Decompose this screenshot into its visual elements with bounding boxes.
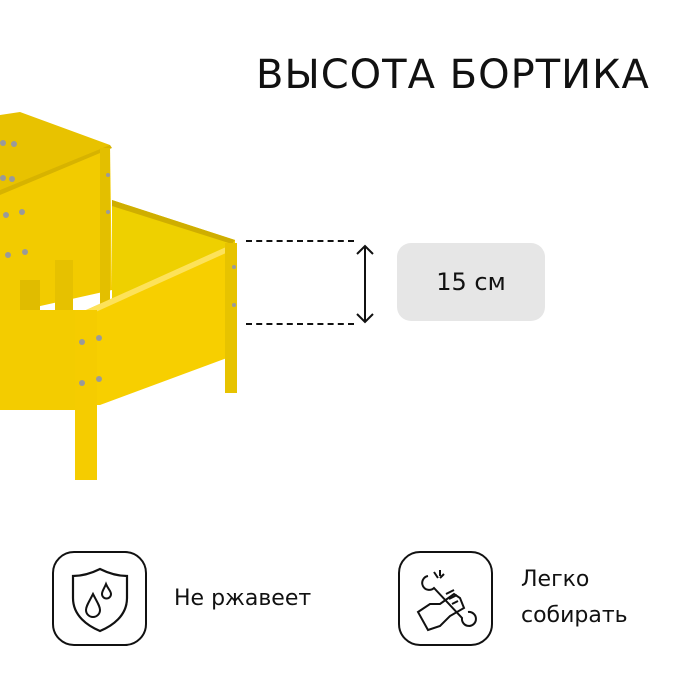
shield-water-drops-icon — [71, 567, 128, 632]
height-value-badge: 15 см — [397, 243, 545, 321]
feature-icon-frame-assembly — [398, 551, 493, 646]
dashed-line-bottom — [246, 323, 354, 325]
feature-label-assembly-line2: собирать — [521, 603, 628, 628]
feature-label-assembly-line1: Легко — [521, 567, 590, 592]
product-image — [0, 112, 237, 480]
feature-label-rust: Не ржавеет — [174, 586, 312, 611]
feature-icon-frame-rust — [52, 551, 147, 646]
vertical-double-arrow-icon — [356, 244, 374, 324]
hand-wrench-icon — [416, 569, 477, 631]
page-title: ВЫСОТА БОРТИКА — [256, 52, 650, 98]
dashed-line-top — [246, 240, 354, 242]
